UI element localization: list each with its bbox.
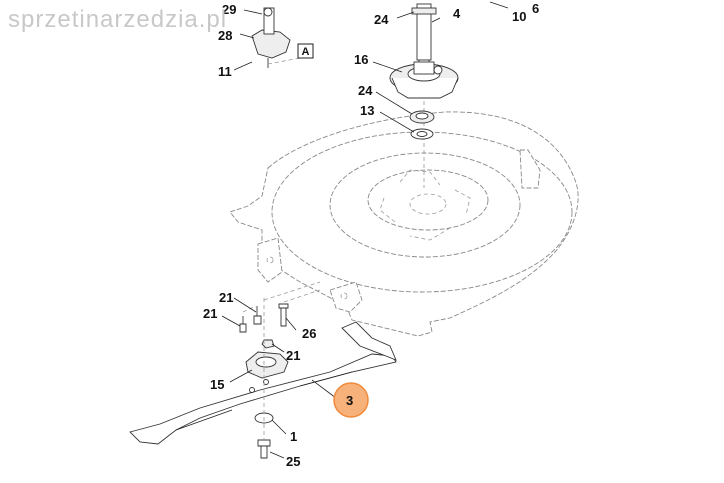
label-6: 6 [532,1,539,16]
mower-deck [229,111,579,337]
label-25: 25 [286,454,300,469]
label-29: 29 [222,2,236,17]
label-11: 11 [218,64,232,79]
label-10: 10 [512,9,526,24]
watermark: sprzetinarzedzia.pl [8,6,228,33]
label-15: 15 [210,377,224,392]
label-24-mid: 24 [358,83,373,98]
label-28: 28 [218,28,232,43]
highlight-circle-part-3 [333,382,369,418]
label-1: 1 [290,429,297,444]
label-3: 3 [346,393,353,408]
label-13: 13 [360,103,374,118]
label-4: 4 [453,6,461,21]
bearing-24 [409,110,435,124]
label-21-left: 21 [203,306,217,321]
svg-text:A: A [302,46,310,58]
reference-badge-a: A [297,43,314,59]
label-21-upper: 21 [219,290,233,305]
bolt-25 [257,439,271,459]
top-left-assembly [251,7,301,68]
fastener-21-left [239,316,247,333]
nut-21-lower [261,339,275,349]
leader-lines [221,1,509,459]
label-24-top: 24 [374,12,389,27]
cutting-blade [129,321,397,445]
label-26: 26 [302,326,316,341]
fastener-21-mid [253,306,262,325]
blade-adapter [245,351,289,379]
label-16: 16 [354,52,368,67]
bolt-26 [278,303,289,327]
washer-13 [410,128,434,140]
callout-labels: 29 28 11 24 4 10 6 16 24 13 21 21 26 21 … [203,1,539,469]
label-21-lower: 21 [286,348,300,363]
pulley-hub [389,61,459,99]
